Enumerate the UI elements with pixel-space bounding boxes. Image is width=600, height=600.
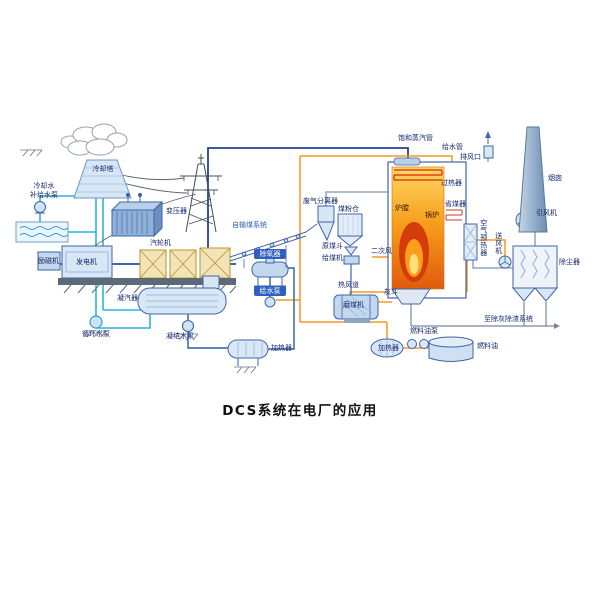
exhaust-vent-shape [483,131,494,159]
gas-separator-label: 废气分离器 [303,197,338,205]
air-preheater-shape [463,223,478,261]
chimney-label: 烟囱 [548,174,562,182]
cooling-tower-label: 冷却塔 [92,165,114,173]
exhaust-vent-label: 排风口 [460,153,481,161]
ash-pipes [410,302,554,327]
economizer-coil [445,209,463,221]
air-preheater-label: 空气预热器 [479,219,488,257]
induced-fan-label: 引风机 [536,209,557,217]
condenser-shape [137,275,227,315]
forced-draft-fan-shape [498,255,512,269]
coal-mill-shape [333,294,379,323]
turbine-shapes [139,247,231,279]
fuel-oil-label: 燃料油 [477,342,498,350]
coal-mill-label: 磨煤机 [343,301,364,309]
deaerator-badge: 除氧器 [254,249,286,259]
condensate-pump-shape [181,319,195,333]
generator-shape [61,245,113,279]
ash-hopper-shape [391,288,431,305]
boiler-shape [387,157,467,305]
coal-feeder-shape [343,255,360,265]
coal-conveying-label: 自输煤系统 [232,221,267,229]
coal-conveyor-shape [229,223,318,268]
boiler-label: 锅炉 [425,211,439,219]
main-steam-pipe-line [207,147,409,250]
feed-pump-badge: 给水泵 [254,286,286,296]
economizer-label: 省煤器 [445,200,466,208]
lp-heater-shape [227,339,269,366]
dust-collector-label: 除尘器 [559,258,580,266]
circulating-pump-label: 循环水泵 [82,330,110,338]
makeup-pump-shape [34,201,46,214]
transformer-label: 变压器 [166,207,187,215]
raw-coal-hopper-label: 原煤斗 [322,242,343,250]
transmission-tower [180,154,222,233]
cooling-tower-shape [73,159,132,199]
superheater-coil [393,169,443,181]
fuel-oil-pump-shapes [407,339,429,349]
condenser-label: 凝汽器 [117,294,138,302]
deaerator-shape [251,255,289,287]
feedwater-fuel-pipes [276,155,506,349]
makeup-pump-label: 冷却水 补给水泵 [30,182,58,199]
ash-arrow [554,323,560,329]
saturated-steam-pipe-label: 饱和蒸汽管 [398,134,433,142]
steam-clouds [60,123,128,156]
lp-heater-label: 加热器 [271,344,292,352]
hot-air-duct-label: 热风道 [338,281,359,289]
condensate-pipes [187,267,295,350]
fuel-oil-tank-shape [428,336,474,362]
superheater-label: 过热器 [441,179,462,187]
coal-feeder-label: 给煤机 [322,254,343,262]
ash-removal-label: 至除灰除渣系统 [484,315,533,323]
circulating-pump-shape [89,315,103,329]
coal-bunker-shape [336,213,364,247]
transformer-shape [110,192,164,238]
condensate-pump-label: 凝结水泵 [166,332,194,340]
forced-fan-label: 送风机 [494,232,503,255]
diagram-title: DCS系统在电厂的应用 [222,403,378,419]
chimney-shape [518,126,548,233]
feed-water-pipe-label: 给水管 [442,143,463,151]
secondary-air-label: 二次风 [371,247,392,255]
fuel-oil-pump-label: 燃料油泵 [410,327,438,335]
turbine-label: 汽轮机 [150,239,171,247]
cyclone-separator-shape [317,205,335,242]
fuel-heater-label: 加热器 [378,344,399,352]
dust-collector-shape [511,245,559,302]
exciter-shape [37,251,61,271]
exciter-label: 励磁机 [38,257,59,265]
raw-coal-hopper-shape [344,246,358,256]
ash-hopper-label: 灰斗 [384,288,398,296]
feed-pump-shape [264,296,276,308]
furnace-label: 炉膛 [395,204,409,212]
water-channel-shape [15,221,69,243]
ground-symbols [20,149,257,374]
fuel-heater-shape [370,338,404,358]
power-lines [91,167,197,249]
coal-bunker-label: 煤粉仓 [338,205,359,213]
generator-label: 发电机 [76,258,97,266]
